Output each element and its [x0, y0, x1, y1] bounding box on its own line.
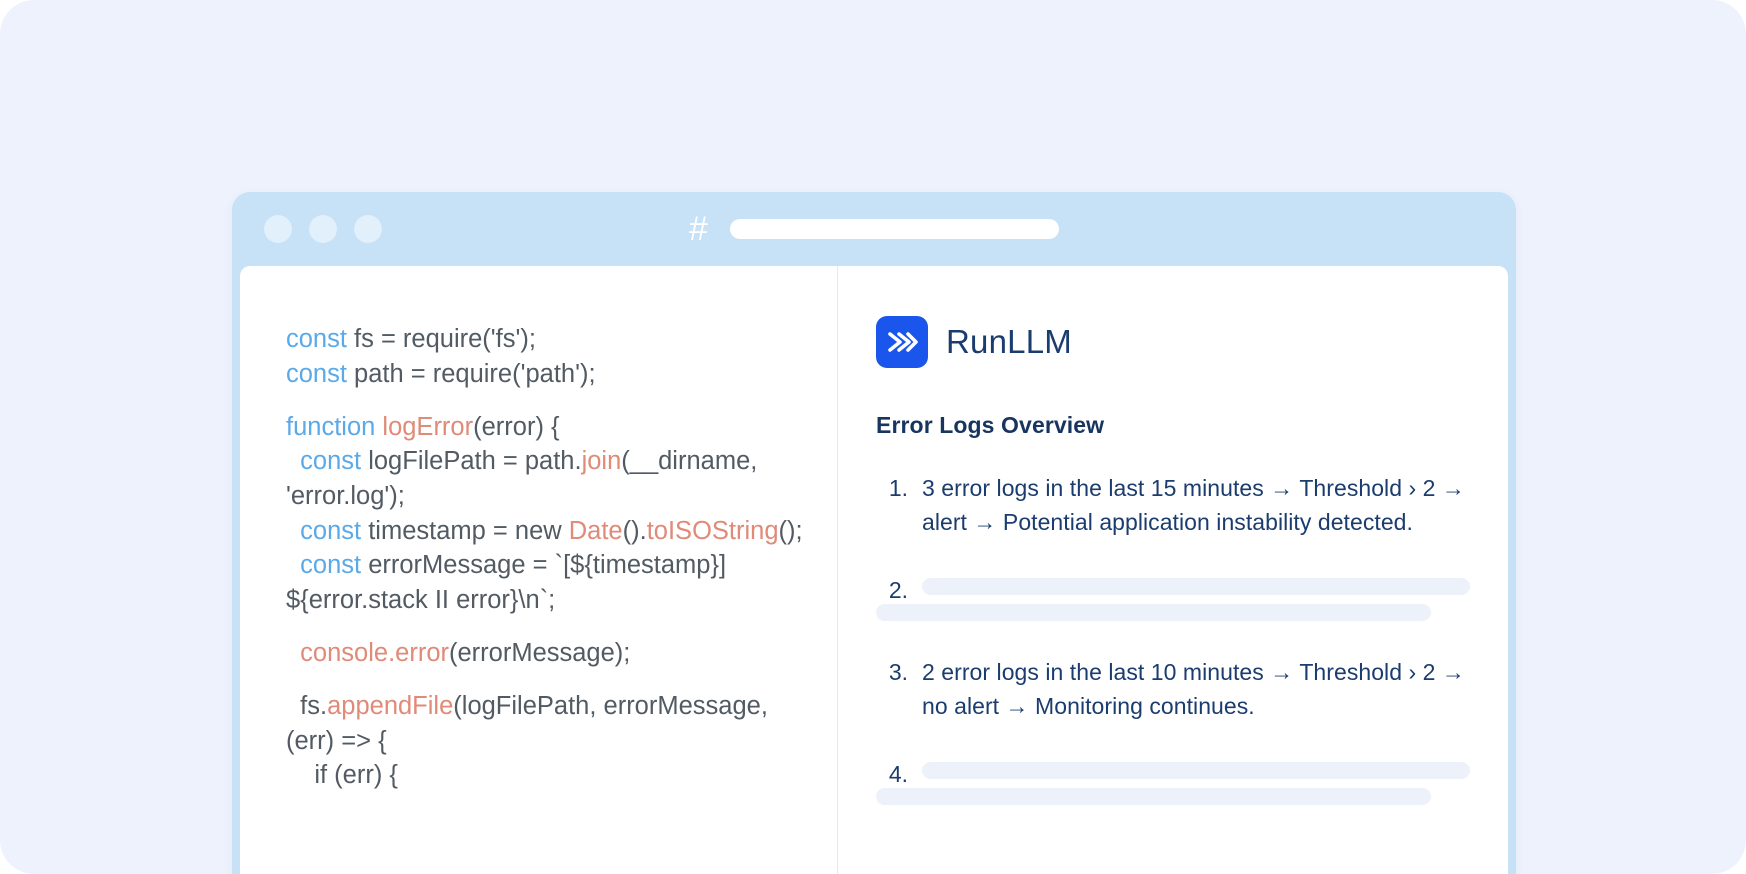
code-token: (__dirname, 'error.log'); — [286, 447, 765, 511]
chat-heading: Error Logs Overview — [876, 412, 1105, 438]
brand-header: RunLLM — [876, 316, 1470, 368]
code-line: const path = require('path'); — [286, 357, 815, 392]
code-token — [286, 639, 300, 667]
skeleton-placeholder-bar — [876, 788, 1431, 806]
answer-item-body: 3 error logs in the last 15 minutes → Th… — [922, 471, 1470, 539]
code-token: Date — [568, 516, 623, 545]
answer-item: 2. — [876, 573, 1470, 622]
answer-item: 4. — [876, 757, 1470, 806]
answer-item-body — [876, 757, 1470, 806]
code-line: fs.appendFile(logFilePath, errorMessage,… — [286, 689, 815, 758]
list-marker: 1. — [888, 475, 908, 501]
list-marker: 3. — [888, 659, 908, 686]
code-line — [286, 671, 815, 689]
code-token: appendFile — [327, 692, 454, 721]
code-token: errorMessage = `[${timestamp}] ${error.s… — [286, 551, 734, 615]
browser-mockup-window: # const fs = require('fs');const path = … — [232, 192, 1516, 874]
code-token: if (err) { — [286, 761, 398, 790]
code-token: (); — [778, 516, 803, 545]
brand-name: RunLLM — [946, 323, 1072, 360]
code-token: (errorMessage); — [449, 639, 631, 668]
code-line: function logError(error) { — [286, 410, 815, 445]
chat-panel: RunLLM Error Logs Overview 1. 3 error log… — [838, 266, 1508, 874]
code-line: const logFilePath = path.join(__dirname,… — [286, 444, 815, 513]
list-marker: 4. — [888, 761, 908, 788]
address-input[interactable] — [729, 219, 1059, 239]
code-line: const errorMessage = `[${timestamp}] ${e… — [286, 548, 815, 617]
answer-item-body: 2 error logs in the last 10 minutes → Th… — [922, 655, 1470, 723]
answer-item-text: 3 error logs in the last 15 minutes → Th… — [922, 475, 1465, 536]
skeleton-placeholder-bar — [922, 762, 1470, 780]
code-token: (). — [622, 516, 647, 545]
code-token: join — [581, 447, 622, 476]
close-dot-icon[interactable] — [264, 215, 292, 243]
code-token: timestamp = new — [361, 516, 569, 545]
window-content: const fs = require('fs');const path = re… — [240, 266, 1508, 874]
code-line — [286, 391, 815, 409]
code-block: const fs = require('fs');const path = re… — [286, 322, 815, 793]
maximize-dot-icon[interactable] — [354, 215, 382, 243]
code-token: path = require('path'); — [346, 359, 596, 388]
code-token: logFilePath = path. — [361, 447, 582, 476]
address-bar-group: # — [689, 212, 1059, 246]
code-panel: const fs = require('fs');const path = re… — [240, 266, 838, 874]
code-token: const — [286, 325, 347, 353]
code-token: const — [286, 359, 347, 388]
code-line: const fs = require('fs'); — [286, 322, 815, 357]
code-token: console.error — [300, 639, 449, 668]
code-token: const — [286, 551, 362, 580]
answer-item: 3. 2 error logs in the last 10 minutes → … — [876, 655, 1470, 723]
answer-list: 1. 3 error logs in the last 15 minutes → … — [876, 471, 1470, 806]
minimize-dot-icon[interactable] — [309, 215, 337, 243]
code-token: fs. — [286, 692, 328, 721]
chevrons-right-icon — [876, 316, 928, 368]
browser-title-bar: # — [232, 192, 1516, 266]
traffic-light-group — [264, 215, 382, 243]
code-line: if (err) { — [286, 758, 815, 793]
answer-item-body — [876, 573, 1470, 622]
list-marker: 2. — [888, 577, 908, 604]
code-token: const — [286, 516, 362, 545]
answer-item: 1. 3 error logs in the last 15 minutes → … — [876, 471, 1470, 539]
code-token: logError — [382, 412, 474, 441]
code-token: function — [286, 412, 383, 441]
code-token: (error) { — [473, 412, 560, 441]
code-line: console.error(errorMessage); — [286, 636, 815, 671]
code-token: toISOString — [646, 516, 779, 545]
skeleton-placeholder-bar — [876, 604, 1431, 622]
code-token: fs = require('fs'); — [346, 325, 536, 353]
hash-icon: # — [689, 210, 708, 248]
code-line — [286, 618, 815, 636]
code-line: const timestamp = new Date().toISOString… — [286, 514, 815, 549]
skeleton-placeholder-bar — [922, 578, 1470, 596]
answer-item-text: 2 error logs in the last 10 minutes → Th… — [922, 659, 1465, 720]
code-token: (logFilePath, errorMessage, (err) => { — [286, 692, 776, 755]
code-token: const — [286, 447, 362, 476]
